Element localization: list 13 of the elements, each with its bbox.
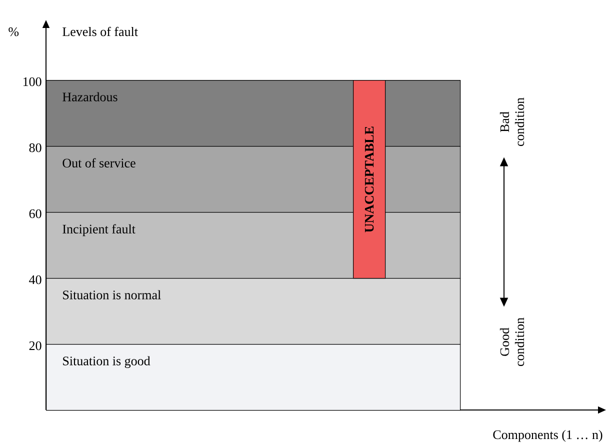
- tick-label: 40: [29, 275, 42, 284]
- condition-label: Good condition: [500, 318, 524, 366]
- unit-label: %: [8, 27, 19, 36]
- tick-label: 100: [23, 77, 42, 86]
- level-band: Situation is good: [46, 344, 461, 411]
- unacceptable-bar: UNACCEPTABLE: [353, 80, 386, 279]
- tick-label: 80: [29, 143, 42, 152]
- tick-label: 60: [29, 209, 42, 218]
- tick-label: 20: [29, 341, 42, 350]
- axis-title: Components (1 … n): [493, 430, 602, 442]
- level-band: Situation is normal: [46, 278, 461, 345]
- axis-title: Levels of fault: [62, 26, 138, 36]
- condition-label: Bad condition: [500, 98, 524, 146]
